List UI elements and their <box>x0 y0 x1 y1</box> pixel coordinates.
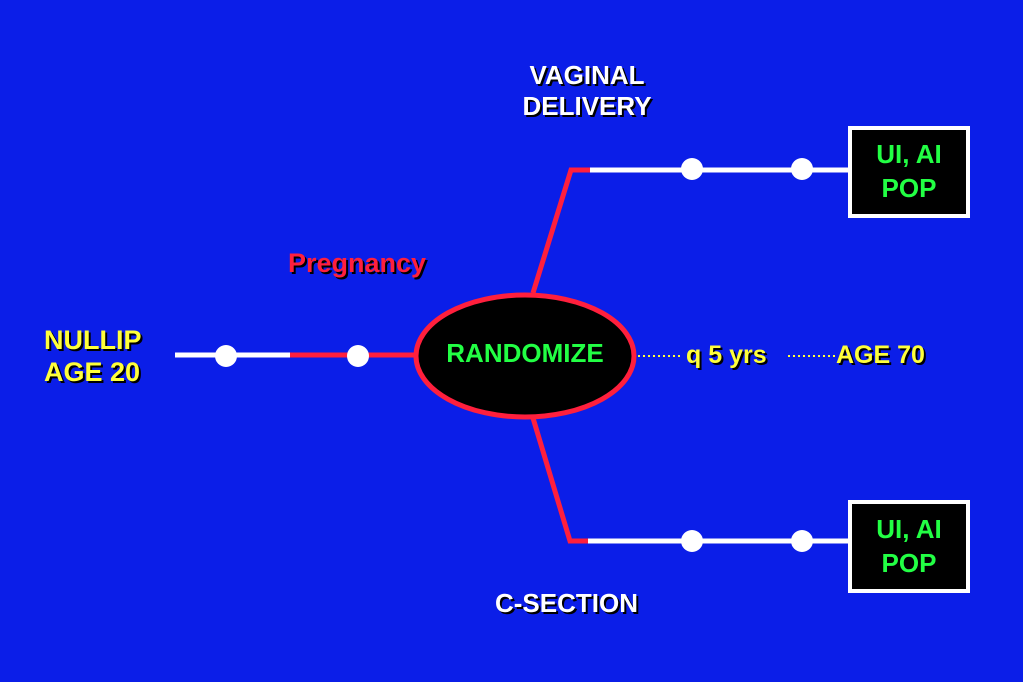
start-label: NULLIP AGE 20 <box>44 324 142 389</box>
outcome-box-bottom: UI, AI POP <box>848 500 970 593</box>
top-branch-label-line1: VAGINAL <box>529 60 645 90</box>
top-dot-2 <box>791 158 813 180</box>
bottom-dot-2 <box>791 530 813 552</box>
followup-end-label: AGE 70 <box>836 341 925 369</box>
start-dot-1 <box>215 345 237 367</box>
top-dot-1 <box>681 158 703 180</box>
bottom-dot-1 <box>681 530 703 552</box>
outcome-top-line1: UI, AI <box>876 139 942 170</box>
followup-interval-label: q 5 yrs <box>686 341 767 369</box>
top-branch-label-line2: DELIVERY <box>522 91 652 122</box>
start-label-line2: AGE 20 <box>44 357 141 388</box>
outcome-top-line2: POP <box>881 173 937 203</box>
outcome-box-top: UI, AI POP <box>848 126 970 218</box>
top-branch-red <box>530 167 592 294</box>
start-label-line1: NULLIP <box>44 325 142 355</box>
outcome-bottom-line2: POP <box>881 547 937 578</box>
bottom-branch-label: C-SECTION <box>495 588 638 618</box>
start-dot-2 <box>347 345 369 367</box>
pregnancy-label: Pregnancy <box>288 248 427 278</box>
bottom-branch-red <box>530 417 590 544</box>
top-branch-label: VAGINAL DELIVERY <box>500 60 674 122</box>
outcome-bottom-line1: UI, AI <box>876 513 942 544</box>
randomize-label: RANDOMIZE <box>446 338 604 368</box>
randomize-oval <box>413 292 637 420</box>
